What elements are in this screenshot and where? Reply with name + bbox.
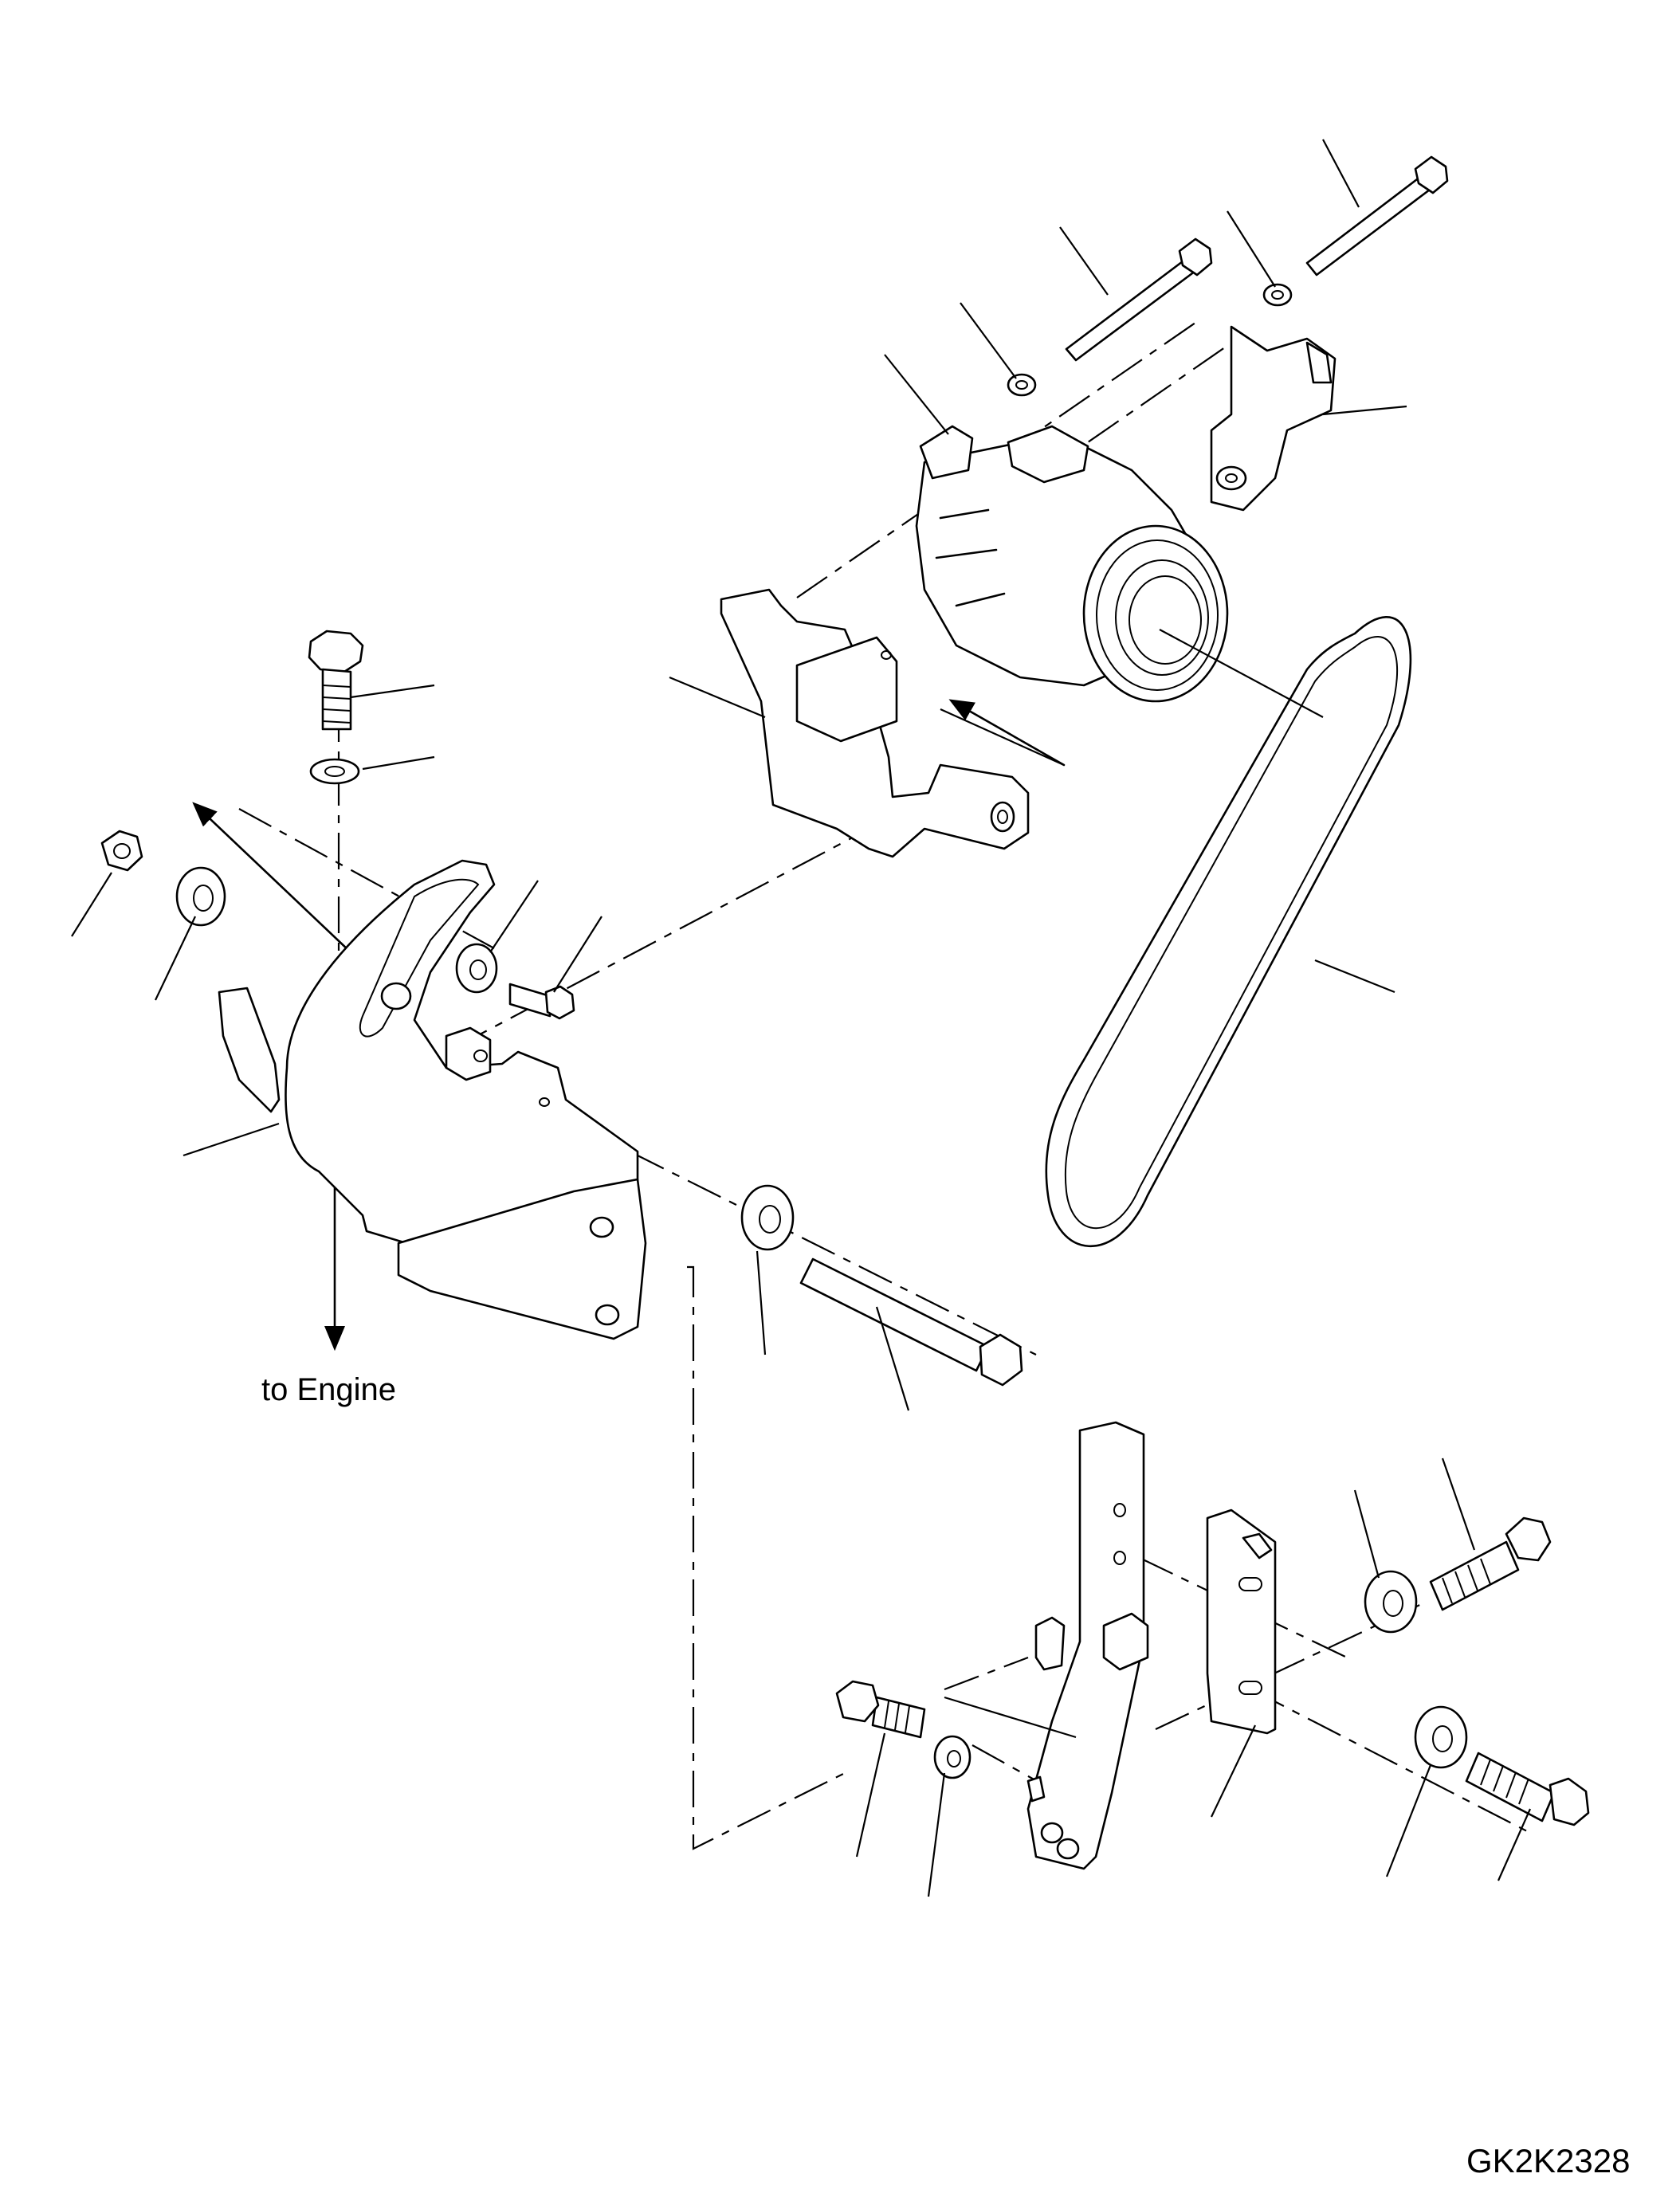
- top-washers: [1007, 283, 1293, 397]
- lower-right-bolt-bottom: [1465, 1752, 1590, 1826]
- ac-compressor: [915, 425, 1229, 703]
- left-washer: [175, 866, 226, 927]
- mount-arrow-right: [948, 699, 1066, 767]
- mount-arrow-left: [192, 802, 352, 954]
- top-long-bolt-1: [1065, 237, 1213, 362]
- upper-left-bolt: [308, 630, 364, 731]
- lower-right-bolt-top: [1429, 1516, 1552, 1611]
- leader-lines: [71, 139, 1532, 1897]
- compressor-small-bracket: [1210, 325, 1337, 512]
- middle-washer: [455, 943, 498, 994]
- lower-right-washer-bottom: [1414, 1705, 1468, 1769]
- lower-long-bolt: [799, 1257, 1023, 1387]
- drawing-number: GK2K2328: [1466, 2142, 1631, 2179]
- upper-left-washer: [309, 758, 360, 785]
- lower-adjust-plate: [1206, 1508, 1277, 1735]
- left-nut: [100, 830, 143, 872]
- drive-belt: [1045, 616, 1412, 1248]
- to-engine-label: to Engine: [261, 1372, 397, 1407]
- top-long-bolt-2: [1305, 155, 1449, 277]
- lower-middle-washer: [740, 1184, 795, 1251]
- compressor-mounting-bracket: [720, 588, 1030, 858]
- lower-left-washer: [933, 1735, 971, 1779]
- engine-side-bracket: [218, 859, 647, 1340]
- middle-small-bolt: [508, 983, 575, 1020]
- lower-vertical-bracket: [1026, 1421, 1149, 1870]
- direction-arrows: [192, 699, 1066, 1352]
- lower-right-washer-top: [1364, 1570, 1418, 1634]
- lower-left-bolt: [835, 1680, 926, 1739]
